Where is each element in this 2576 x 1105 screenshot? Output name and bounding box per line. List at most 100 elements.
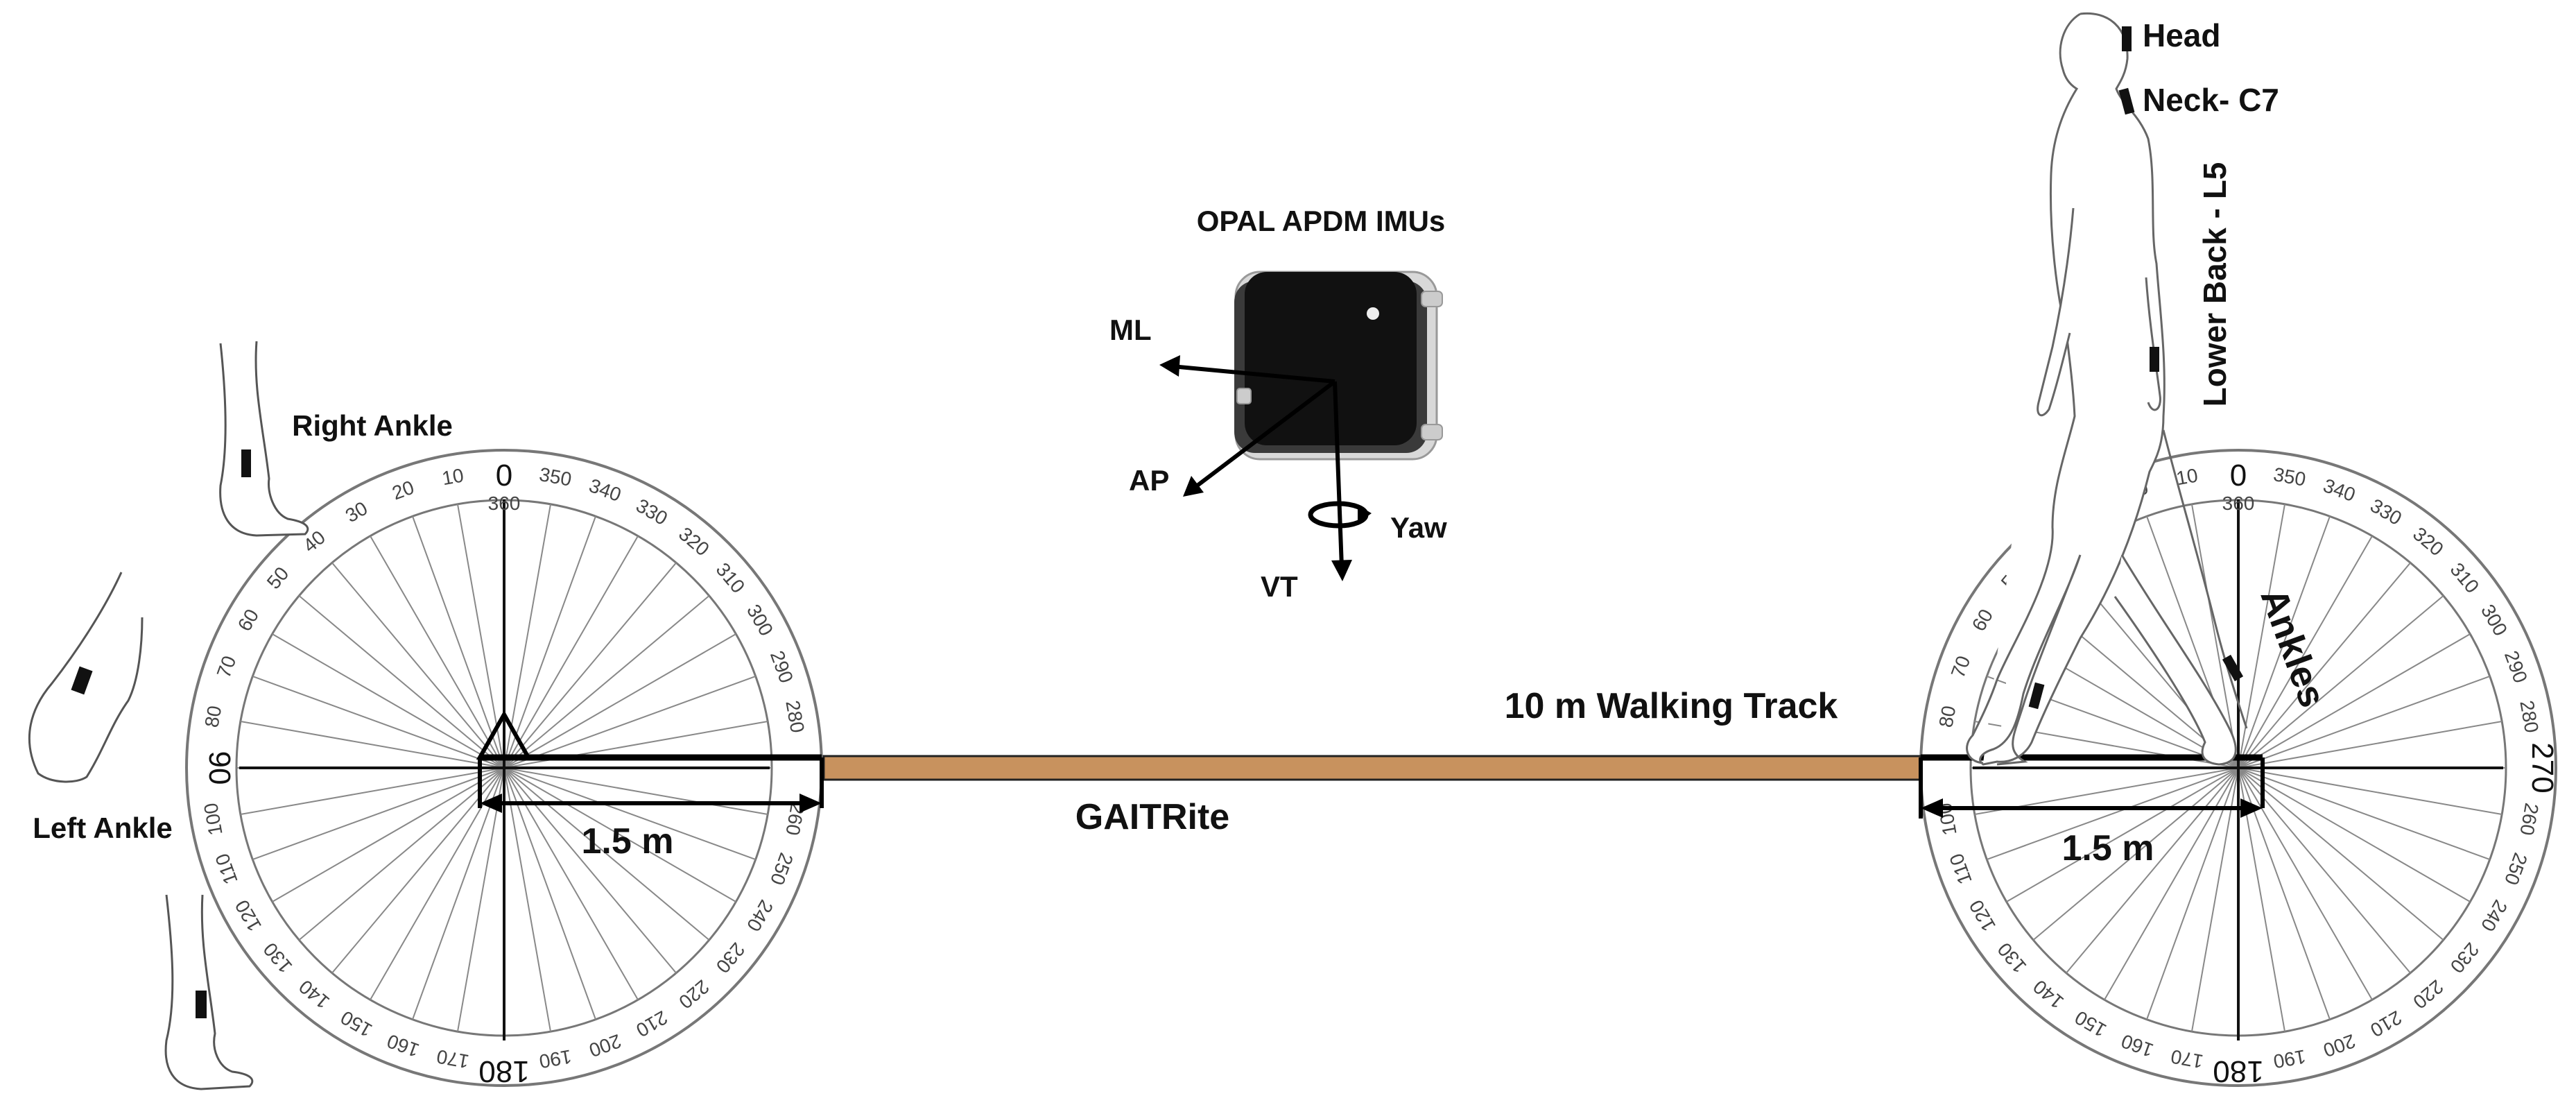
degree-label: 210	[2367, 1007, 2405, 1041]
cardinal-bottom-left: 180	[478, 1054, 529, 1088]
degree-label: 250	[766, 850, 797, 888]
spoke-220	[2238, 767, 2411, 974]
spoke-310	[503, 595, 710, 769]
spoke-230	[503, 767, 710, 941]
third-ankle-illustration	[164, 894, 254, 1090]
spoke-320	[2238, 562, 2411, 769]
cardinal-left-left: 90	[202, 751, 236, 785]
ankles-label: Ankles	[2252, 583, 2333, 712]
axis-yaw-label: Yaw	[1390, 511, 1447, 544]
degree-label: 280	[2516, 699, 2543, 734]
spoke-330	[2238, 536, 2373, 769]
spoke-110	[252, 767, 505, 860]
degree-label: 350	[537, 463, 573, 490]
spoke-20	[412, 515, 505, 769]
cardinal-bottom-right: 180	[2213, 1054, 2263, 1088]
degree-label: 130	[259, 939, 297, 977]
degree-label: 120	[1965, 896, 2000, 935]
radius-marker-left	[476, 710, 824, 813]
degree-label: 20	[389, 477, 417, 504]
spoke-60	[272, 633, 505, 769]
spoke-140	[2066, 767, 2239, 974]
spoke-290	[503, 676, 757, 769]
spoke-250	[503, 767, 757, 860]
spoke-280	[2238, 720, 2502, 769]
spoke-10	[456, 504, 505, 769]
gaitrite-mat	[822, 755, 1922, 781]
degree-label: 70	[1947, 653, 1975, 680]
spoke-130	[2032, 767, 2239, 941]
spoke-140	[331, 767, 505, 974]
degree-label: 300	[2477, 601, 2512, 640]
right-ankle-label: Right Ankle	[292, 409, 453, 442]
spoke-310	[2238, 595, 2444, 769]
degree-label: 170	[2169, 1045, 2204, 1072]
spoke-10	[2190, 504, 2239, 769]
degree-label: 30	[342, 497, 371, 526]
sensor-marker	[241, 449, 251, 477]
spoke-340	[503, 515, 596, 769]
head-label: Head	[2143, 17, 2220, 53]
degree-label: 150	[337, 1007, 376, 1041]
degree-label: 310	[712, 558, 750, 597]
spoke-210	[503, 767, 639, 1000]
spoke-290	[2238, 676, 2491, 769]
walking-track-label: 10 m Walking Track	[1505, 686, 1838, 726]
degree-label: 280	[781, 699, 809, 734]
radius-label-right: 1.5 m	[2062, 828, 2154, 868]
spoke-350	[503, 504, 552, 769]
spoke-80	[240, 720, 505, 769]
neck-label: Neck- C7	[2143, 82, 2279, 118]
spoke-300	[503, 633, 736, 769]
spoke-240	[503, 767, 736, 902]
radius-label-left: 1.5 m	[582, 821, 674, 862]
degree-label: 330	[2367, 495, 2405, 529]
left-ankle-label: Left Ankle	[33, 812, 172, 844]
spoke-160	[412, 767, 505, 1020]
degree-label: 310	[2446, 558, 2484, 597]
walking-person-illustration	[1966, 12, 2248, 766]
degree-label: 130	[1994, 939, 2031, 977]
spoke-30	[370, 536, 505, 769]
spoke-260	[503, 767, 768, 816]
spoke-100	[240, 767, 505, 816]
spoke-120	[272, 767, 505, 902]
right-ankle-sensor	[2222, 654, 2244, 682]
degree-label: 340	[586, 474, 624, 506]
axis-ap-label: AP	[1129, 464, 1169, 497]
axis-ml-label: ML	[1109, 314, 1152, 346]
degree-label: 290	[766, 648, 797, 686]
degree-label: 290	[2500, 648, 2532, 686]
degree-label: 340	[2320, 474, 2358, 506]
degree-label: 150	[2071, 1007, 2110, 1041]
degree-label: 220	[2409, 976, 2448, 1013]
spoke-50	[298, 595, 505, 769]
lower-back-label: Lower Back - L5	[2197, 162, 2233, 407]
cardinal-top-inner-left: 360	[488, 492, 521, 514]
degree-label: 200	[586, 1030, 624, 1061]
degree-label: 320	[675, 523, 714, 560]
sensor-marker	[196, 991, 207, 1018]
spoke-70	[252, 676, 505, 769]
right-ankle-illustration	[219, 341, 309, 537]
spoke-300	[2238, 633, 2471, 769]
direction-marker	[476, 710, 533, 760]
degree-label: 110	[1945, 850, 1976, 887]
imu-axes	[1159, 355, 1372, 581]
degree-label: 100	[200, 801, 227, 837]
degree-label: 320	[2409, 523, 2448, 560]
degree-label: 250	[2500, 850, 2532, 888]
left-ankle-illustration	[28, 572, 144, 783]
spoke-250	[2238, 767, 2491, 860]
degree-label: 300	[743, 601, 777, 640]
neck-sensor	[2118, 87, 2135, 115]
cardinal-top-inner-right: 360	[2222, 492, 2255, 514]
spoke-240	[2238, 767, 2471, 902]
spoke-170	[2190, 767, 2239, 1032]
lower-back-sensor	[2150, 347, 2159, 372]
degree-label: 230	[712, 939, 750, 977]
imu-device-illustration	[1234, 271, 1443, 461]
spoke-170	[456, 767, 505, 1032]
